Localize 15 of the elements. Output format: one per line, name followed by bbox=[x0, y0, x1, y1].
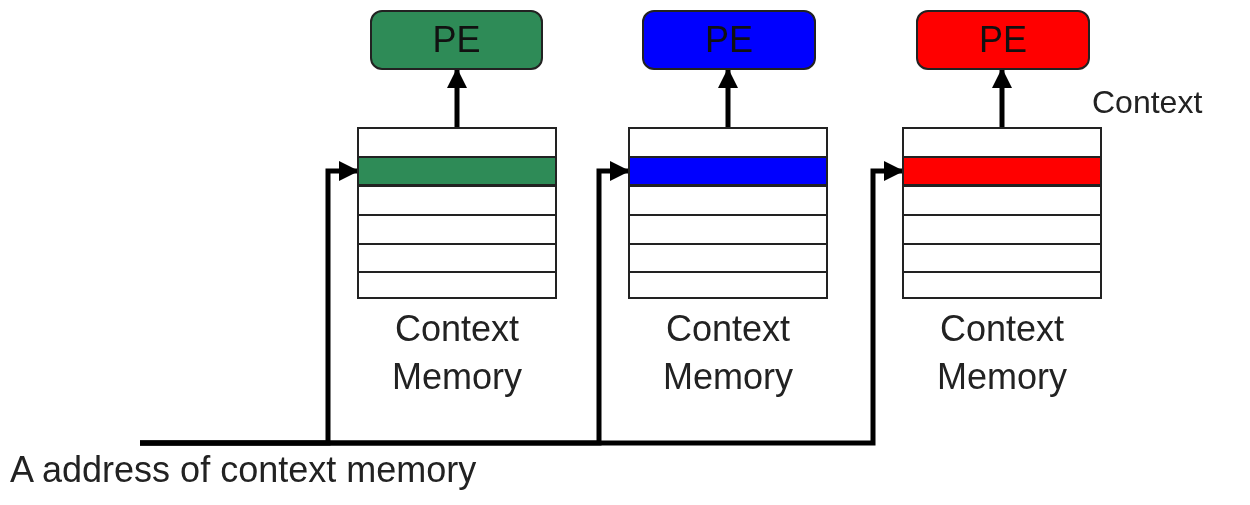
arrow bbox=[718, 68, 738, 127]
address-label: A address of context memory bbox=[10, 443, 590, 503]
processor-box: PE bbox=[370, 10, 543, 70]
selected-row bbox=[902, 156, 1102, 186]
selected-row bbox=[357, 156, 557, 186]
arrow bbox=[140, 161, 904, 446]
memory-label: Context Memory bbox=[936, 307, 1068, 399]
memory-label: Context Memory bbox=[662, 307, 794, 399]
memory-label: Context Memory bbox=[391, 307, 523, 399]
processor-box: PE bbox=[642, 10, 816, 70]
arrow bbox=[447, 68, 467, 127]
arrow bbox=[992, 68, 1012, 127]
selected-row bbox=[628, 156, 828, 186]
context-label: Context bbox=[1092, 84, 1203, 121]
processor-box: PE bbox=[916, 10, 1090, 70]
